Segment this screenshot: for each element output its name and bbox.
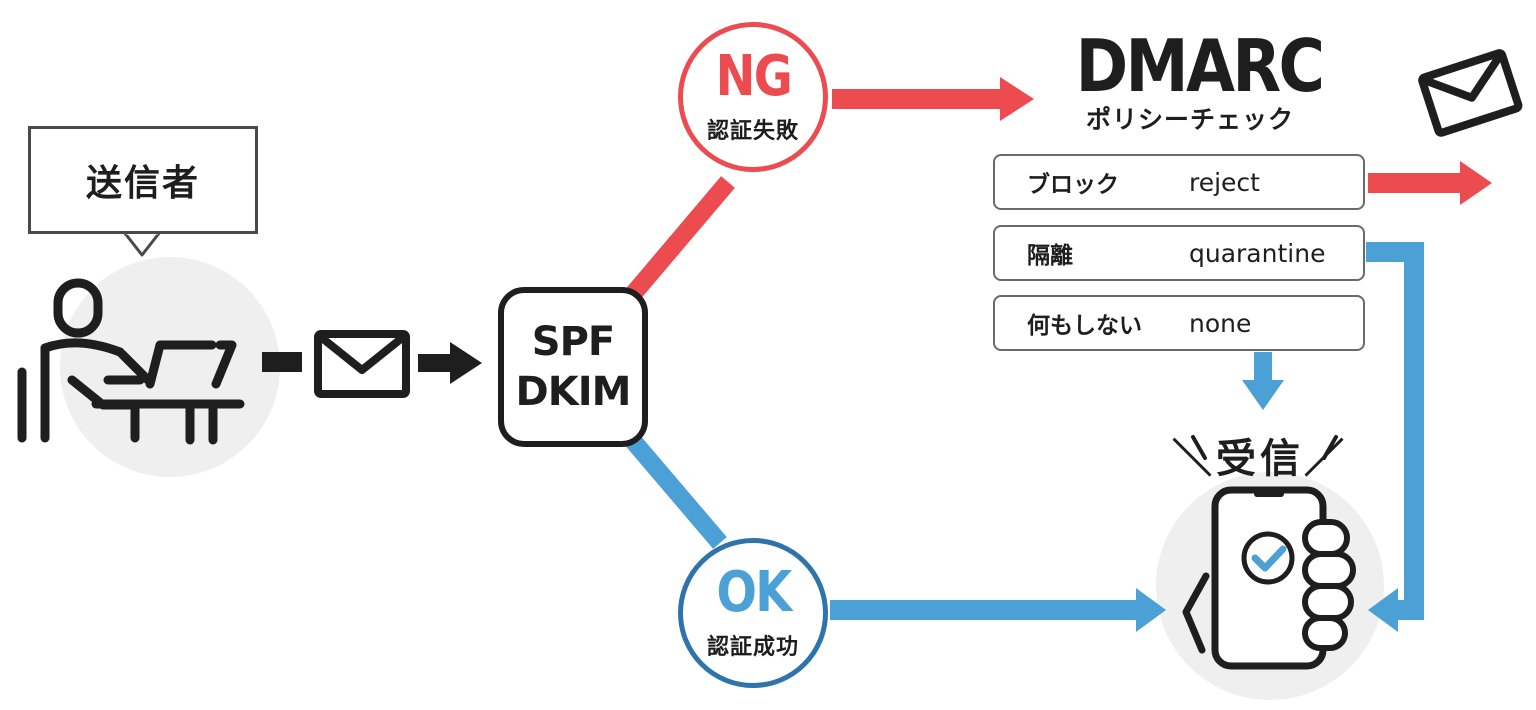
- sender-label: 送信者: [85, 163, 200, 204]
- arrow-ok-to-receiver: [830, 588, 1166, 632]
- ng-branch-line: [621, 176, 735, 306]
- bubble-tail: [122, 229, 162, 257]
- dmarc-subtitle: ポリシーチェック: [1085, 105, 1294, 134]
- auth-label-spf: SPF: [531, 319, 615, 365]
- policy-row-none: 何もしない none: [993, 295, 1365, 351]
- policy-row-reject: ブロック reject: [993, 154, 1365, 210]
- arrow-reject-out: [1368, 161, 1492, 205]
- receive-accent-right: [1322, 435, 1338, 460]
- ng-label: NG: [715, 44, 792, 109]
- policy-en-label: none: [1189, 308, 1252, 338]
- ok-caption: 認証成功: [706, 635, 799, 660]
- policy-jp-label: ブロック: [1027, 172, 1119, 198]
- arrow-to-auth: [418, 342, 482, 384]
- arrow-ng-to-dmarc: [832, 77, 1034, 121]
- ng-caption: 認証失敗: [706, 119, 799, 144]
- spf-dkim-box: SPF DKIM: [498, 287, 648, 447]
- arrow-quarantine-to-receiver: [1366, 242, 1424, 632]
- receive-accent-left: [1191, 435, 1207, 460]
- policy-en-label: quarantine: [1189, 238, 1326, 268]
- policy-row-quarantine: 隔離 quarantine: [993, 225, 1365, 281]
- policy-jp-label: 何もしない: [1027, 313, 1142, 339]
- dash-connector: [262, 352, 302, 372]
- ok-branch-line: [621, 429, 727, 549]
- rejected-mail-icon: [1418, 49, 1523, 137]
- policy-en-label: reject: [1189, 167, 1260, 197]
- arrow-none-to-receiver: [1242, 352, 1284, 410]
- mail-envelope-icon: [314, 330, 410, 398]
- policy-jp-label: 隔離: [1027, 243, 1073, 269]
- ok-label: OK: [716, 560, 792, 625]
- auth-label-dkim: DKIM: [515, 369, 632, 415]
- sender-bubble: 送信者: [28, 126, 258, 234]
- receive-label: ＼受信／: [1172, 436, 1348, 482]
- smartphone-hand-icon: [1182, 486, 1356, 670]
- ok-result-circle: OK 認証成功: [678, 538, 828, 688]
- person-laptop-icon: [17, 278, 245, 445]
- ng-result-circle: NG 認証失敗: [678, 22, 828, 172]
- sender-bg-circle: [60, 257, 280, 477]
- dmarc-title: DMARC: [1075, 24, 1325, 108]
